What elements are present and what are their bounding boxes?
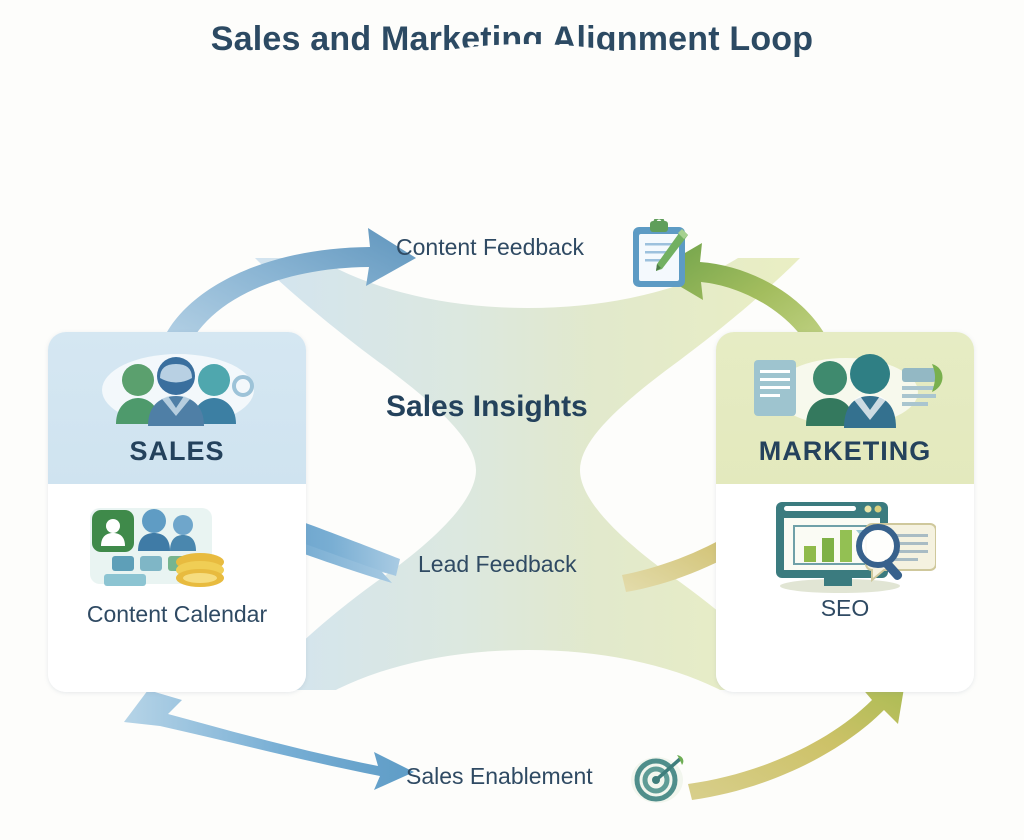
marketing-card-title: MARKETING	[758, 436, 932, 466]
edge-label-lead-feedback: Lead Feedback	[418, 551, 577, 577]
team-people-documents-icon	[746, 350, 946, 428]
marketing-item-label: SEO	[820, 595, 870, 621]
crm-contacts-coins-icon	[82, 504, 232, 590]
edge-label-content-feedback: Content Feedback	[396, 234, 584, 260]
sales-card-title: SALES	[129, 436, 225, 466]
node-card-sales[interactable]: SALES Content C	[48, 332, 306, 692]
edge-label-sales-enablement: Sales Enablement	[406, 763, 593, 789]
center-label: Sales Insights	[386, 390, 588, 423]
clipboard-pencil-icon	[630, 216, 692, 291]
arrow-lead-feedback-right	[622, 500, 786, 592]
target-arrow-icon	[630, 752, 688, 804]
node-card-marketing[interactable]: MARKETING	[716, 332, 974, 692]
sales-item-label: Content Calendar	[86, 601, 268, 627]
arrow-sales-enablement-left	[124, 690, 414, 790]
team-people-gear-icon	[100, 350, 254, 428]
arrow-content-feedback-out	[158, 228, 416, 360]
arrow-content-feedback-in	[654, 243, 836, 366]
monitor-chart-magnifier-icon	[768, 498, 937, 594]
